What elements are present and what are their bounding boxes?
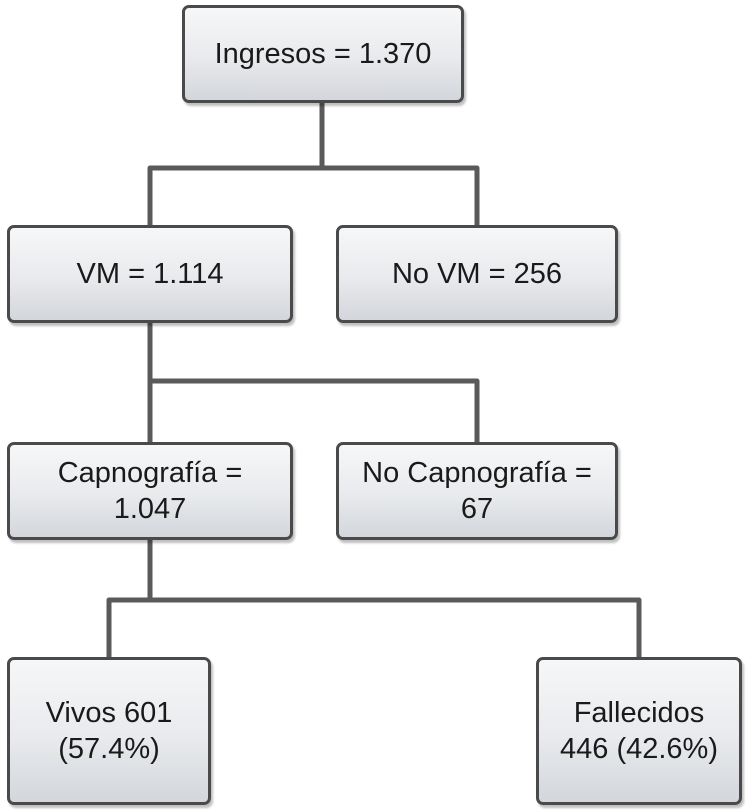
node-fallecidos-value: 446 (42.6%) bbox=[560, 733, 718, 765]
node-no-capnografia-value: 67 bbox=[460, 493, 494, 525]
node-capnografia-label: Capnografía = bbox=[57, 457, 243, 489]
node-capnografia: Capnografía = 1.047 bbox=[7, 442, 293, 540]
node-vivos: Vivos 601 (57.4%) bbox=[7, 657, 211, 805]
node-no-capnografia-label: No Capnografía = bbox=[362, 457, 592, 489]
node-ingresos-label: Ingresos = 1.370 bbox=[214, 38, 432, 70]
connector-cap-to-fal bbox=[150, 597, 642, 657]
connector-root-to-vm bbox=[147, 103, 325, 225]
node-ingresos: Ingresos = 1.370 bbox=[182, 5, 464, 103]
node-capnografia-value: 1.047 bbox=[113, 493, 187, 525]
node-vivos-percent: (57.4%) bbox=[58, 733, 160, 765]
node-no-capnografia: No Capnografía = 67 bbox=[336, 442, 618, 540]
connector-root-to-novm bbox=[322, 165, 480, 225]
connector-cap-to-viv bbox=[106, 540, 153, 657]
node-fallecidos: Fallecidos 446 (42.6%) bbox=[536, 657, 742, 805]
node-vm-label: VM = 1.114 bbox=[76, 258, 224, 290]
node-no-vm: No VM = 256 bbox=[336, 225, 618, 323]
node-vm: VM = 1.114 bbox=[7, 225, 293, 323]
node-no-vm-label: No VM = 256 bbox=[391, 258, 563, 290]
node-fallecidos-label: Fallecidos bbox=[573, 697, 705, 729]
connector-vm-to-nocap bbox=[150, 378, 480, 442]
node-vivos-label: Vivos 601 bbox=[45, 697, 173, 729]
